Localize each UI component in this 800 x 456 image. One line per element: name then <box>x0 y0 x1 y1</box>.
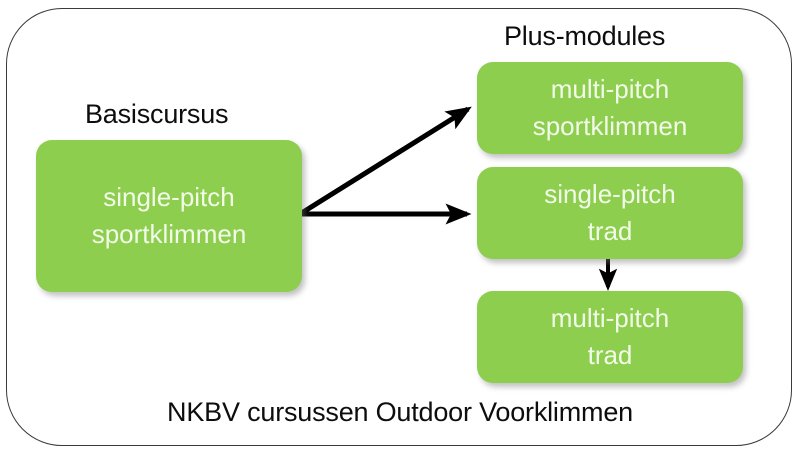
node-single-pitch-trad[interactable]: single-pitch trad <box>477 167 743 259</box>
node-label-line-2: trad <box>587 340 633 370</box>
node-label-line-1: multi-pitch <box>550 74 670 105</box>
node-basiscursus-single-pitch-sportklimmen[interactable]: single-pitch sportklimmen <box>36 140 302 292</box>
node-label-line-2: trad <box>587 216 633 246</box>
node-label-line-2: sportklimmen <box>532 111 688 141</box>
diagram-frame <box>6 8 792 446</box>
node-label-line-1: multi-pitch <box>550 303 670 334</box>
node-label-line-1: single-pitch <box>544 179 676 210</box>
node-multi-pitch-trad[interactable]: multi-pitch trad <box>477 291 743 383</box>
node-label-line-2: sportklimmen <box>91 219 247 249</box>
node-multi-pitch-sportklimmen[interactable]: multi-pitch sportklimmen <box>477 62 743 154</box>
node-label-line-1: single-pitch <box>103 182 235 213</box>
group-label-plus-modules: Plus-modules <box>504 21 666 51</box>
group-label-basiscursus: Basiscursus <box>85 99 229 129</box>
diagram-caption: NKBV cursussen Outdoor Voorklimmen <box>167 397 633 427</box>
